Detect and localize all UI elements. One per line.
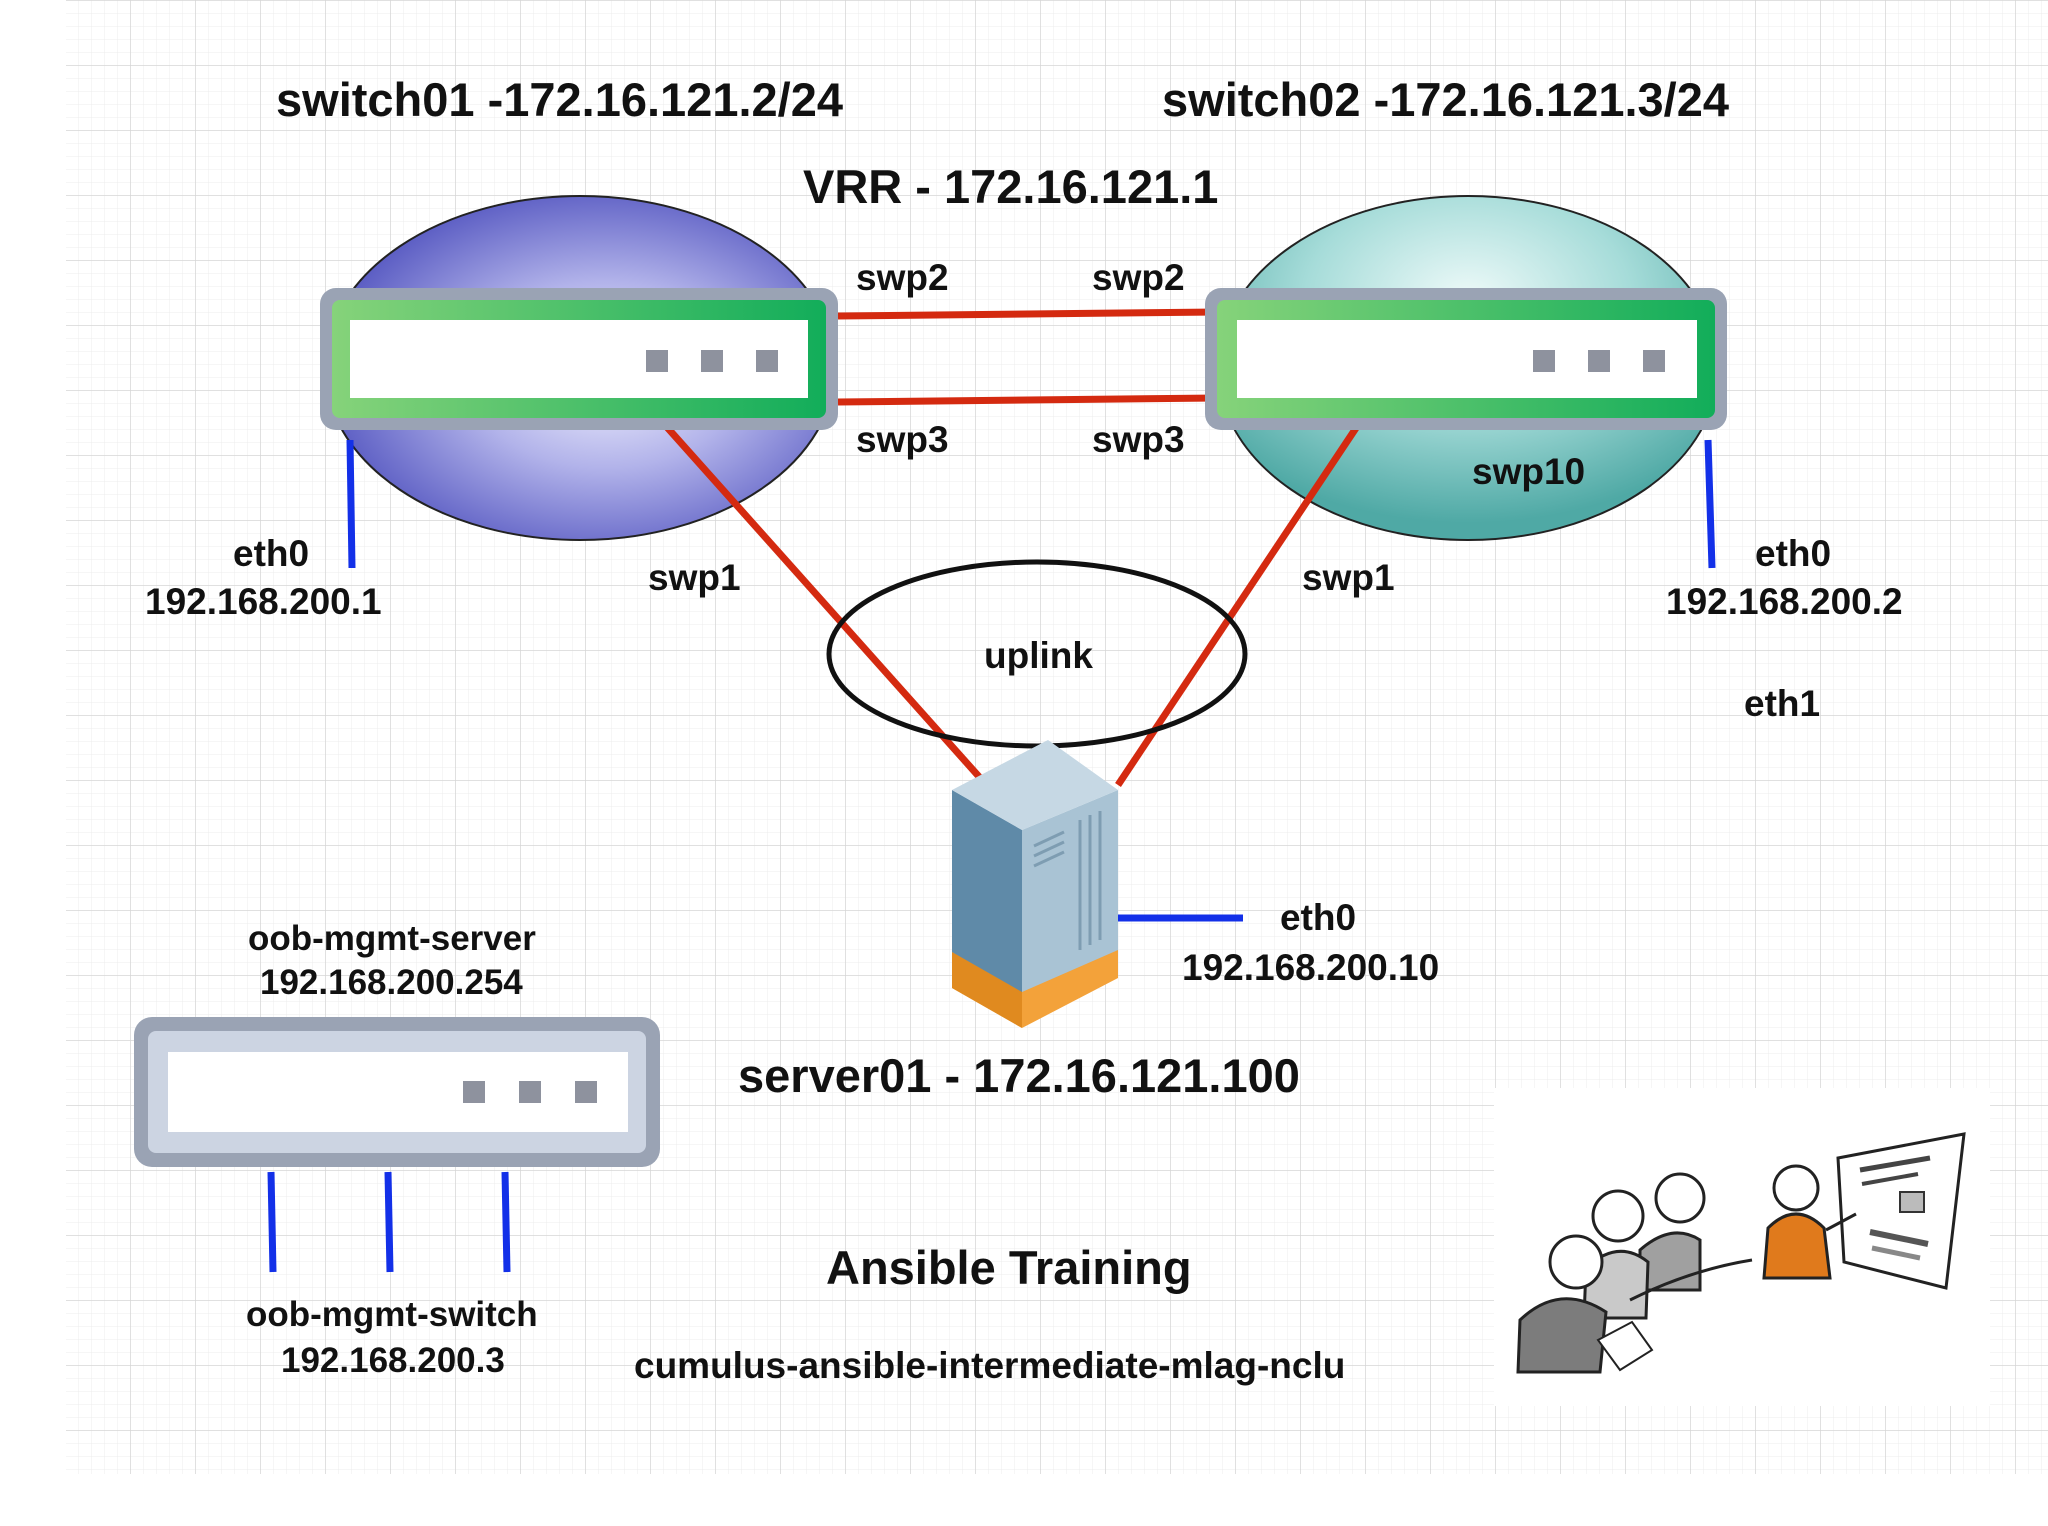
peerlink-swp2 xyxy=(837,308,1219,320)
footer-subtitle: cumulus-ansible-intermediate-mlag-nclu xyxy=(634,1345,1345,1386)
mgmt-link-switch01-eth0 xyxy=(346,439,356,569)
oob-switch-name: oob-mgmt-switch xyxy=(246,1295,538,1334)
oob-server-ip: 192.168.200.254 xyxy=(260,963,523,1002)
switch01-eth0-ip: 192.168.200.1 xyxy=(145,581,382,622)
switch02-title: switch02 -172.16.121.3/24 xyxy=(1162,73,1729,126)
uplink-switch02-swp1 xyxy=(1115,423,1361,787)
switch01-title: switch01 -172.16.121.2/24 xyxy=(276,73,843,126)
uplink-label: uplink xyxy=(984,635,1093,676)
switch02-swp3-label: swp3 xyxy=(1092,419,1185,460)
server01-eth0-label: eth0 xyxy=(1280,897,1356,938)
oob-server-name: oob-mgmt-server xyxy=(248,919,536,958)
switch02-network-switch-icon xyxy=(1205,288,1727,430)
oob-switch-ip: 192.168.200.3 xyxy=(281,1341,505,1380)
switch02-eth0-label: eth0 xyxy=(1755,533,1831,574)
uplink-switch01-swp1 xyxy=(662,422,985,783)
switch02-eth0-ip: 192.168.200.2 xyxy=(1666,581,1903,622)
mgmt-link-oob-2 xyxy=(384,1171,394,1273)
switch02-swp2-label: swp2 xyxy=(1092,257,1185,298)
switch01-eth0-label: eth0 xyxy=(233,533,309,574)
server01-title: server01 - 172.16.121.100 xyxy=(738,1049,1300,1102)
vrr-label: VRR - 172.16.121.1 xyxy=(803,160,1218,213)
switch02-swp1-label: swp1 xyxy=(1302,557,1395,598)
mgmt-link-oob-3 xyxy=(501,1171,511,1273)
switch01-swp3-label: swp3 xyxy=(856,419,949,460)
switch02-swp10-label: swp10 xyxy=(1472,451,1585,492)
switch01-network-switch-icon xyxy=(320,288,838,430)
footer-title: Ansible Training xyxy=(826,1241,1192,1294)
switch01-swp2-label: swp2 xyxy=(856,257,949,298)
switch02-eth1-label: eth1 xyxy=(1744,683,1820,724)
mgmt-link-oob-1 xyxy=(267,1171,277,1273)
mgmt-link-switch02-eth0 xyxy=(1704,439,1716,569)
server01-eth0-ip: 192.168.200.10 xyxy=(1182,947,1439,988)
peerlink-swp3 xyxy=(837,394,1219,406)
switch01-swp1-label: swp1 xyxy=(648,557,741,598)
training-people-illustration xyxy=(1494,1088,1990,1406)
server01-server-tower-icon xyxy=(952,740,1118,1028)
oob-mgmt-switch-network-switch-icon xyxy=(134,1017,660,1167)
